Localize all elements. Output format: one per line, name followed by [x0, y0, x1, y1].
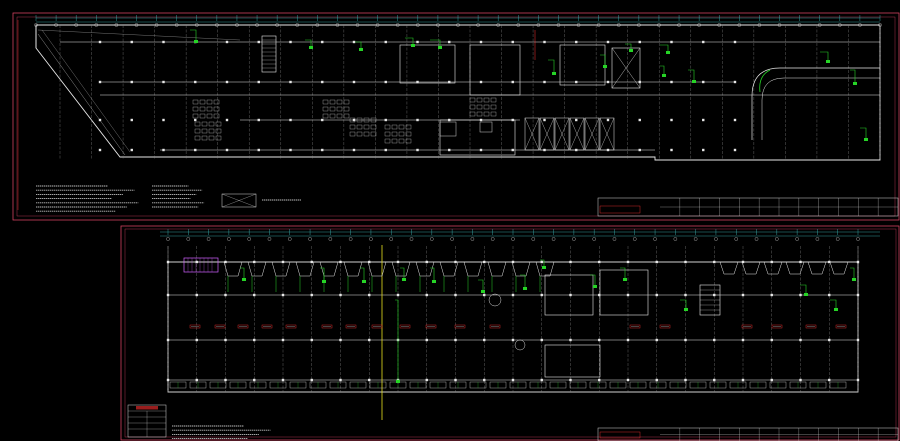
furniture-clusters-upper	[192, 97, 497, 144]
annotations-upper	[190, 29, 868, 141]
core-room-2	[469, 44, 521, 96]
legend-table-lower	[127, 404, 167, 438]
sheet-border-upper	[12, 12, 900, 221]
facade-bays-lower	[223, 261, 849, 292]
structural-grid-upper	[59, 25, 881, 160]
core-room-3	[559, 44, 606, 86]
general-notes-upper	[36, 185, 301, 212]
stair-core-1	[261, 35, 277, 73]
lower-floor-plan-sheet	[120, 225, 900, 441]
legend-box-upper	[221, 193, 257, 208]
structural-grid-lower	[167, 246, 859, 392]
title-block-lower	[597, 427, 899, 441]
upper-floor-plan-sheet	[12, 12, 900, 221]
building-outline-upper	[35, 24, 881, 161]
column-markers-upper	[98, 40, 737, 152]
ramp-curve-upper	[751, 67, 880, 140]
general-notes-lower	[172, 425, 271, 440]
hatched-panels-upper	[524, 117, 615, 151]
column-markers-lower	[166, 260, 860, 382]
room-labels-lower	[189, 324, 847, 329]
core-room-1	[399, 44, 456, 84]
window-strip-lower	[169, 381, 847, 389]
title-block-upper	[597, 197, 899, 217]
sheet-border-lower	[120, 225, 900, 441]
stair-magenta	[183, 257, 219, 273]
annotations-lower	[240, 259, 856, 383]
top-dimension-ticks-lower	[166, 229, 860, 241]
